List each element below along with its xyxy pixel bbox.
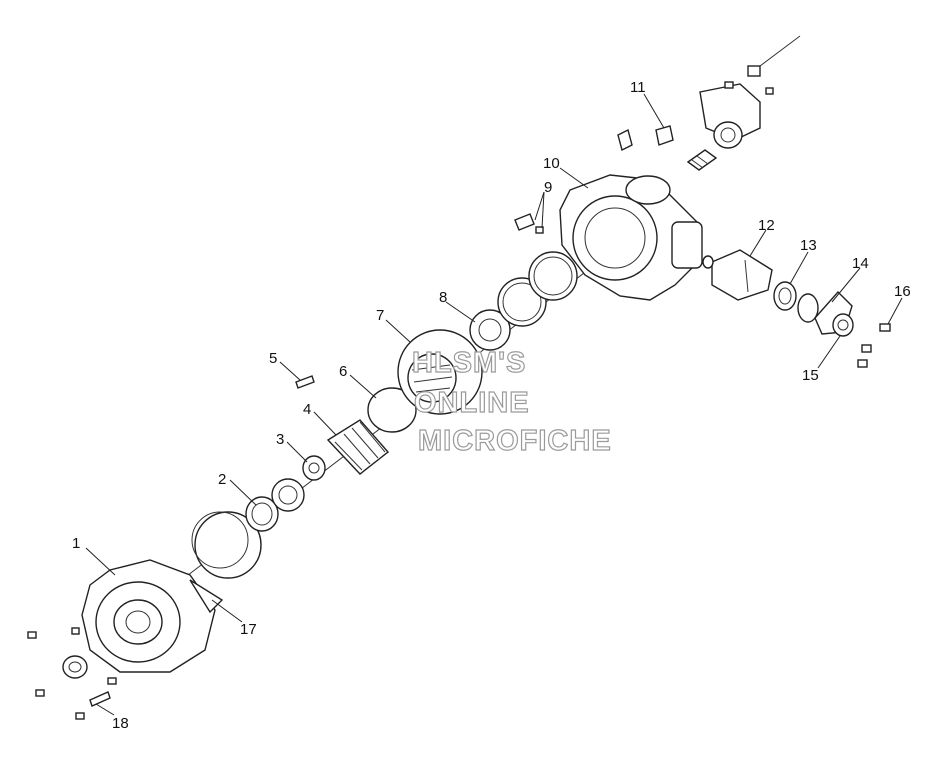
- callout-6: 6: [339, 363, 347, 380]
- callout-5: 5: [269, 350, 277, 367]
- callout-14: 14: [852, 255, 869, 272]
- watermark-line-3: MICROFICHE: [418, 425, 612, 457]
- callout-2: 2: [218, 471, 226, 488]
- seal-rings: [497, 251, 578, 327]
- part-8-bearing: [469, 309, 511, 351]
- callout-4: 4: [303, 401, 311, 418]
- callout-1: 1: [72, 535, 80, 552]
- elbow-fitting: [617, 128, 633, 152]
- o-ring: [797, 293, 819, 323]
- part-1-housing: [81, 559, 224, 673]
- callout-12: 12: [758, 217, 775, 234]
- part-6-plate: [367, 387, 417, 433]
- watermark-line-1: HLSM'S: [412, 347, 526, 379]
- top-cover: [699, 83, 761, 149]
- callout-8: 8: [439, 289, 447, 306]
- callout-9: 9: [544, 179, 552, 196]
- watermark-line-2: ONLINE: [414, 387, 530, 419]
- callout-15: 15: [802, 367, 819, 384]
- part-12-pinion: [702, 249, 773, 301]
- part-7-disc: [397, 329, 483, 415]
- watermark: HLSM'S ONLINE MICROFICHE: [411, 346, 612, 457]
- callout-16: 16: [894, 283, 911, 300]
- callout-13: 13: [800, 237, 817, 254]
- callout-17: 17: [240, 621, 257, 638]
- part-9-fitting: [514, 213, 544, 234]
- spring-shaft: [686, 149, 718, 171]
- part-10-gearcase: [559, 174, 703, 301]
- callout-3: 3: [276, 431, 284, 448]
- callout-11: 11: [630, 79, 646, 96]
- callout-7: 7: [376, 307, 384, 324]
- bearing-small: [271, 478, 305, 512]
- part-4-roller-cage: [326, 419, 390, 475]
- part-15-seal: [832, 313, 854, 337]
- part-2-seal: [245, 496, 279, 532]
- part-18-bolts: [27, 627, 117, 720]
- part-5-pin: [295, 375, 315, 389]
- part-17-band: [191, 511, 262, 579]
- part-11-cap: [655, 125, 674, 146]
- cable: [724, 35, 801, 95]
- part-3-washer: [302, 455, 326, 481]
- part-13-seal: [773, 281, 797, 311]
- callouts: 1 2 3 4 5 6 7 8 9 10 11 12 13 14 15 16 1…: [72, 79, 911, 732]
- callout-18: 18: [112, 715, 129, 732]
- part-16-bolts: [857, 323, 891, 368]
- callout-10: 10: [543, 155, 560, 172]
- leader-lines: [85, 93, 903, 716]
